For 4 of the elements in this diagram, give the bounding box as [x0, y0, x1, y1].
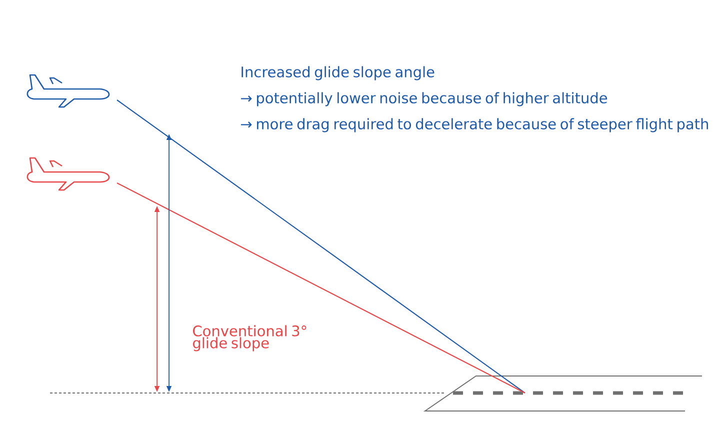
annotation-text: Conventional 3° glide slope	[193, 325, 306, 352]
annotation-text: → potentially lower noise because of higher altitude	[241, 92, 608, 106]
annotation-text: → more drag required to decelerate because of steeper flight path	[241, 118, 708, 132]
annotation-text: Increased glide slope angle	[242, 66, 434, 80]
